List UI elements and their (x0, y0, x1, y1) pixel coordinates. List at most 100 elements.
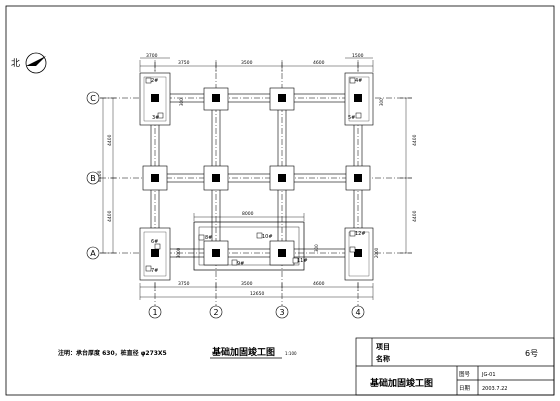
column-a1 (151, 249, 159, 257)
dim-cap-small: 300 (314, 244, 319, 252)
pile-a3-bot (292, 257, 299, 264)
north-label: 北 (11, 58, 20, 69)
dim-bottom-3: 4600 (313, 281, 325, 287)
dim-bottom-1: 3750 (178, 281, 190, 287)
pile-mark: 2# (151, 78, 158, 84)
column-c3 (278, 94, 286, 102)
pile-mark: 12# (355, 231, 366, 237)
pile-mark: 4# (355, 78, 362, 84)
cap-c4-inner (348, 76, 370, 122)
pile-a1-top (154, 243, 161, 250)
axis-bubble-c (86, 91, 100, 105)
pile-raft-mid (231, 259, 238, 266)
pile-c4-top (349, 77, 356, 84)
dim-raft-width: 8000 (242, 211, 254, 217)
axis-label-1: 1 (152, 308, 157, 317)
dim-cap-a: 3000 (176, 247, 181, 258)
dim-left-total: 8800 (97, 170, 103, 182)
axis-bubble-b (86, 171, 100, 185)
dim-top-2: 3500 (241, 60, 253, 66)
dim-cap-small: 300 (179, 98, 184, 106)
column-b4 (354, 174, 362, 182)
column-a2 (212, 249, 220, 257)
dim-top-corner-right: 1500 (352, 53, 364, 59)
col-axis-bubbles (148, 305, 365, 319)
drawing-title: 基础加固竣工图 (211, 346, 275, 358)
raft-outline (193, 221, 305, 271)
pile-mark: 7# (151, 268, 158, 274)
raft-inner (198, 226, 300, 266)
pile-a1-bot (145, 265, 152, 272)
col-axis-labels: 1 2 3 4 (152, 308, 360, 317)
drawing-scale: 1:100 (285, 351, 297, 356)
axis-bubble-1 (148, 305, 162, 319)
bottom-dimension-text: 3750 3500 4600 12650 (178, 281, 325, 297)
dim-top-1: 3750 (178, 60, 190, 66)
sheet-border (5, 5, 555, 396)
column-c4 (354, 94, 362, 102)
column-b1 (151, 174, 159, 182)
column-c1 (151, 94, 159, 102)
pile-mark: 9# (237, 261, 244, 267)
cap-a4-inner (348, 231, 370, 277)
axis-label-4: 4 (355, 308, 360, 317)
left-dimension-text: 4400 4400 8800 (97, 134, 113, 222)
construction-note: 注明：承台厚度 630，桩直径 φ273X5 (58, 349, 167, 357)
top-dimension-text: 3700 3750 3500 4600 1500 (146, 53, 364, 66)
axis-bubble-3 (275, 305, 289, 319)
dim-right-1: 4400 (412, 134, 418, 146)
cap-dimension-text: 300 300 3000 2000 300 (176, 98, 384, 258)
pile-mark: 6# (151, 239, 158, 245)
north-arrow-icon (26, 56, 46, 66)
axis-label-2: 2 (213, 308, 218, 317)
title-block (355, 337, 555, 396)
cap-c1-inner (143, 76, 167, 122)
column-b3 (278, 174, 286, 182)
title-name-label: 名称 (376, 354, 390, 363)
column-b2 (212, 174, 220, 182)
axis-label-c: C (90, 94, 96, 103)
dim-bottom-total: 12650 (250, 291, 264, 297)
pile-c4-bot (355, 112, 362, 119)
row-axis-bubbles (86, 91, 100, 260)
title-drawing-no-label: 图号 (459, 370, 471, 378)
pile-a3-top (256, 232, 263, 239)
axis-label-b: B (90, 174, 96, 183)
cap-a1-inner (143, 231, 167, 277)
raft-dimension (193, 213, 305, 221)
columns (151, 94, 362, 257)
pile-a2-left (198, 234, 205, 241)
pile-a4-top (349, 230, 356, 237)
column-a3 (278, 249, 286, 257)
dim-left-2: 4400 (107, 210, 113, 222)
title-drawing-name: 基础加固竣工图 (369, 377, 433, 389)
title-date-label: 日期 (459, 385, 471, 392)
axis-bubble-4 (351, 305, 365, 319)
pile-c1-top (145, 77, 152, 84)
title-block-text: 项目 名称 6号 基础加固竣工图 图号 JG-01 日期 2003.7.22 (369, 342, 538, 392)
title-drawing-no: JG-01 (481, 372, 496, 378)
dim-cap-b: 2000 (374, 247, 379, 258)
dim-top-3: 4600 (313, 60, 325, 66)
right-dimensions (400, 97, 412, 254)
cap-b1 (142, 165, 168, 191)
pile-mark: 8# (205, 235, 212, 241)
column-c2 (212, 94, 220, 102)
row-axis-labels: C B A (90, 94, 96, 258)
top-dimensions (139, 57, 374, 72)
dim-bottom-2: 3500 (241, 281, 253, 287)
left-dimensions (100, 97, 116, 254)
bottom-dimensions (139, 283, 374, 300)
dim-left-1: 4400 (107, 134, 113, 146)
title-project-label: 项目 (376, 342, 390, 351)
dim-cap-small: 300 (379, 98, 384, 106)
pile-mark: 5# (348, 115, 355, 121)
dim-top-corner-left: 3700 (146, 53, 158, 59)
pile-a4-bot (349, 246, 356, 253)
axis-bubble-2 (209, 305, 223, 319)
cap-inner-outlines (143, 76, 370, 277)
pile-c1-bot (157, 112, 164, 119)
pile-labels: 2# 3# 4# 5# 6# 7# 8# 9# 10# 11# 12# (151, 78, 366, 274)
north-arrow: 北 (11, 52, 47, 74)
